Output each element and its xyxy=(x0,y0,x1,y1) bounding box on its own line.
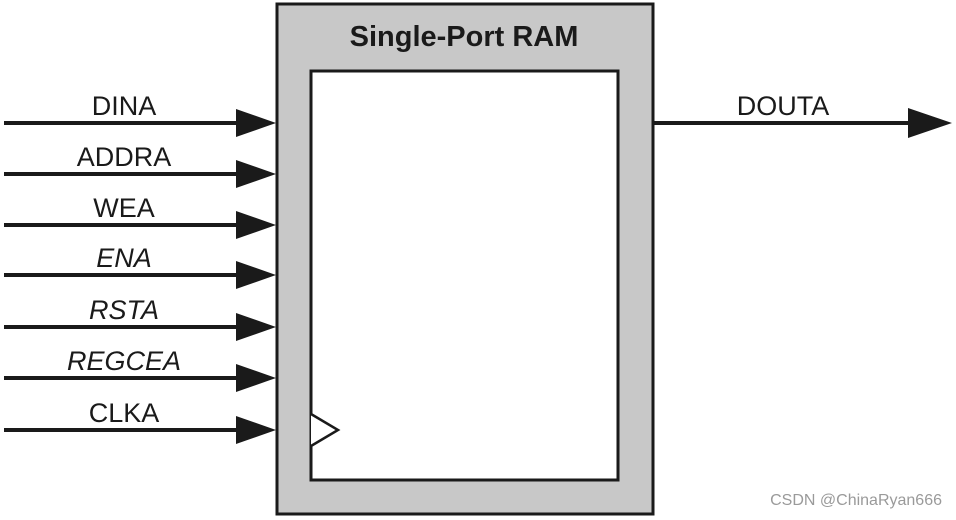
input-pins: DINA ADDRA WEA ENA RSTA REGCEA CLKA xyxy=(4,91,276,444)
arrow-head-icon xyxy=(236,109,276,137)
pin-ena: ENA xyxy=(4,243,276,289)
pin-addra: ADDRA xyxy=(4,142,276,188)
pin-label-clka: CLKA xyxy=(89,398,160,428)
pin-rsta: RSTA xyxy=(4,295,276,341)
pin-clka: CLKA xyxy=(4,398,276,444)
pin-regcea: REGCEA xyxy=(4,346,276,392)
pin-label-wea: WEA xyxy=(93,193,155,223)
ram-block-inner xyxy=(309,69,620,482)
arrow-head-icon xyxy=(236,160,276,188)
output-pins: DOUTA xyxy=(653,91,952,138)
pin-label-douta: DOUTA xyxy=(737,91,830,121)
pin-label-regcea: REGCEA xyxy=(67,346,181,376)
pin-douta: DOUTA xyxy=(653,91,952,138)
clock-triangle-icon xyxy=(310,412,341,448)
arrow-head-icon xyxy=(908,108,952,138)
pin-label-dina: DINA xyxy=(92,91,157,121)
arrow-head-icon xyxy=(236,416,276,444)
pin-label-addra: ADDRA xyxy=(77,142,172,172)
pin-dina: DINA xyxy=(4,91,276,137)
arrow-head-icon xyxy=(236,313,276,341)
arrow-head-icon xyxy=(236,364,276,392)
pin-label-rsta: RSTA xyxy=(89,295,159,325)
arrow-head-icon xyxy=(236,261,276,289)
pin-label-ena: ENA xyxy=(96,243,152,273)
arrow-head-icon xyxy=(236,211,276,239)
watermark: CSDN @ChinaRyan666 xyxy=(770,492,942,509)
pin-wea: WEA xyxy=(4,193,276,239)
block-title: Single-Port RAM xyxy=(350,21,579,53)
